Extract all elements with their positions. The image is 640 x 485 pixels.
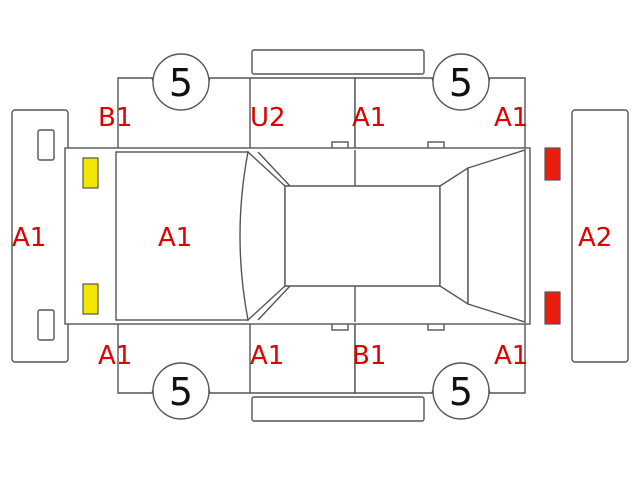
front-lamp-top	[544, 147, 561, 181]
rear-lamp-bottom	[82, 283, 99, 315]
left-front-tire	[432, 53, 490, 111]
rear-lamp-top	[82, 157, 99, 189]
tire-left-front-number: 5	[449, 61, 473, 105]
front-bumper	[571, 109, 629, 363]
left-side-mirror-bar	[251, 49, 425, 75]
label-right-rear-fender: A1	[98, 341, 132, 371]
label-left-front-door: A1	[352, 103, 386, 133]
right-rear-side-panel	[117, 321, 356, 394]
label-left-rear-fender: B1	[98, 103, 132, 133]
right-side-mirror-bar	[251, 396, 425, 422]
windshield	[439, 166, 469, 306]
roof	[284, 185, 441, 287]
label-right-front-door: B1	[352, 341, 386, 371]
tire-right-front-number: 5	[449, 370, 473, 414]
rear-window-edge-bottom	[257, 285, 291, 321]
label-rear-panel: A1	[12, 223, 46, 253]
label-roof: A1	[158, 223, 192, 253]
label-left-front-fender: A1	[494, 103, 528, 133]
rear-bumper-slot-top	[37, 129, 55, 161]
tire-left-rear-number: 5	[169, 61, 193, 105]
tire-right-rear-number: 5	[169, 370, 193, 414]
label-front-panel: A2	[578, 223, 612, 253]
rear-window	[239, 150, 286, 322]
left-rear-tire	[152, 53, 210, 111]
label-left-rear-door: U2	[250, 103, 286, 133]
label-right-rear-door: A1	[250, 341, 284, 371]
rear-window-edge-top	[257, 151, 291, 187]
front-lamp-bottom	[544, 291, 561, 325]
hood	[467, 149, 526, 323]
label-right-front-fender: A1	[494, 341, 528, 371]
right-front-tire	[432, 362, 490, 420]
rear-bumper-slot-bottom	[37, 309, 55, 341]
trunk-lid	[115, 151, 249, 321]
right-rear-tire	[152, 362, 210, 420]
